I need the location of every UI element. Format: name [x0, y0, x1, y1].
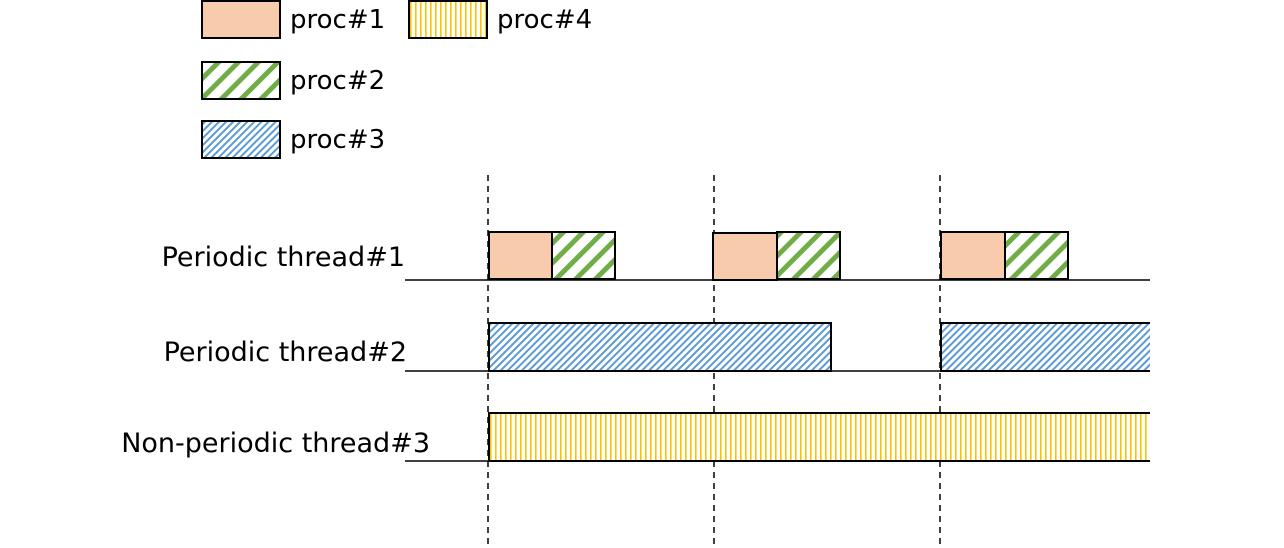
block-proc4	[488, 412, 1150, 462]
legend-item-proc3: proc#3	[201, 120, 385, 159]
legend-swatch-proc2	[201, 61, 281, 100]
legend-label-proc3: proc#3	[290, 125, 385, 155]
legend-swatch-proc1	[201, 0, 281, 39]
legend-swatch-proc3	[201, 120, 281, 159]
legend-item-proc2: proc#2	[201, 61, 385, 100]
row-label: Periodic thread#2	[164, 337, 407, 368]
legend-label-proc2: proc#2	[290, 66, 385, 96]
row-label: Non-periodic thread#3	[121, 428, 430, 459]
block-proc2	[551, 231, 616, 280]
legend-item-proc4: proc#4	[408, 0, 592, 39]
block-proc3	[940, 322, 1150, 372]
block-proc1	[488, 231, 553, 280]
row-label: Periodic thread#1	[162, 242, 405, 273]
period-markers	[487, 175, 941, 548]
legend-item-proc1: proc#1	[201, 0, 385, 39]
block-proc3	[488, 322, 832, 372]
row-non-periodic-thread-3: Non-periodic thread#3	[121, 412, 1150, 462]
block-proc2	[1004, 231, 1069, 280]
legend: proc#1 proc#2 proc#3 proc#4	[201, 0, 592, 159]
legend-label-proc4: proc#4	[497, 5, 592, 35]
legend-label-proc1: proc#1	[290, 5, 385, 35]
legend-swatch-proc4	[408, 0, 488, 39]
row-periodic-thread-1: Periodic thread#1	[162, 231, 1150, 281]
row-periodic-thread-2: Periodic thread#2	[164, 322, 1150, 372]
block-proc2	[776, 231, 841, 280]
block-proc1	[712, 232, 778, 281]
block-proc1	[940, 231, 1006, 280]
